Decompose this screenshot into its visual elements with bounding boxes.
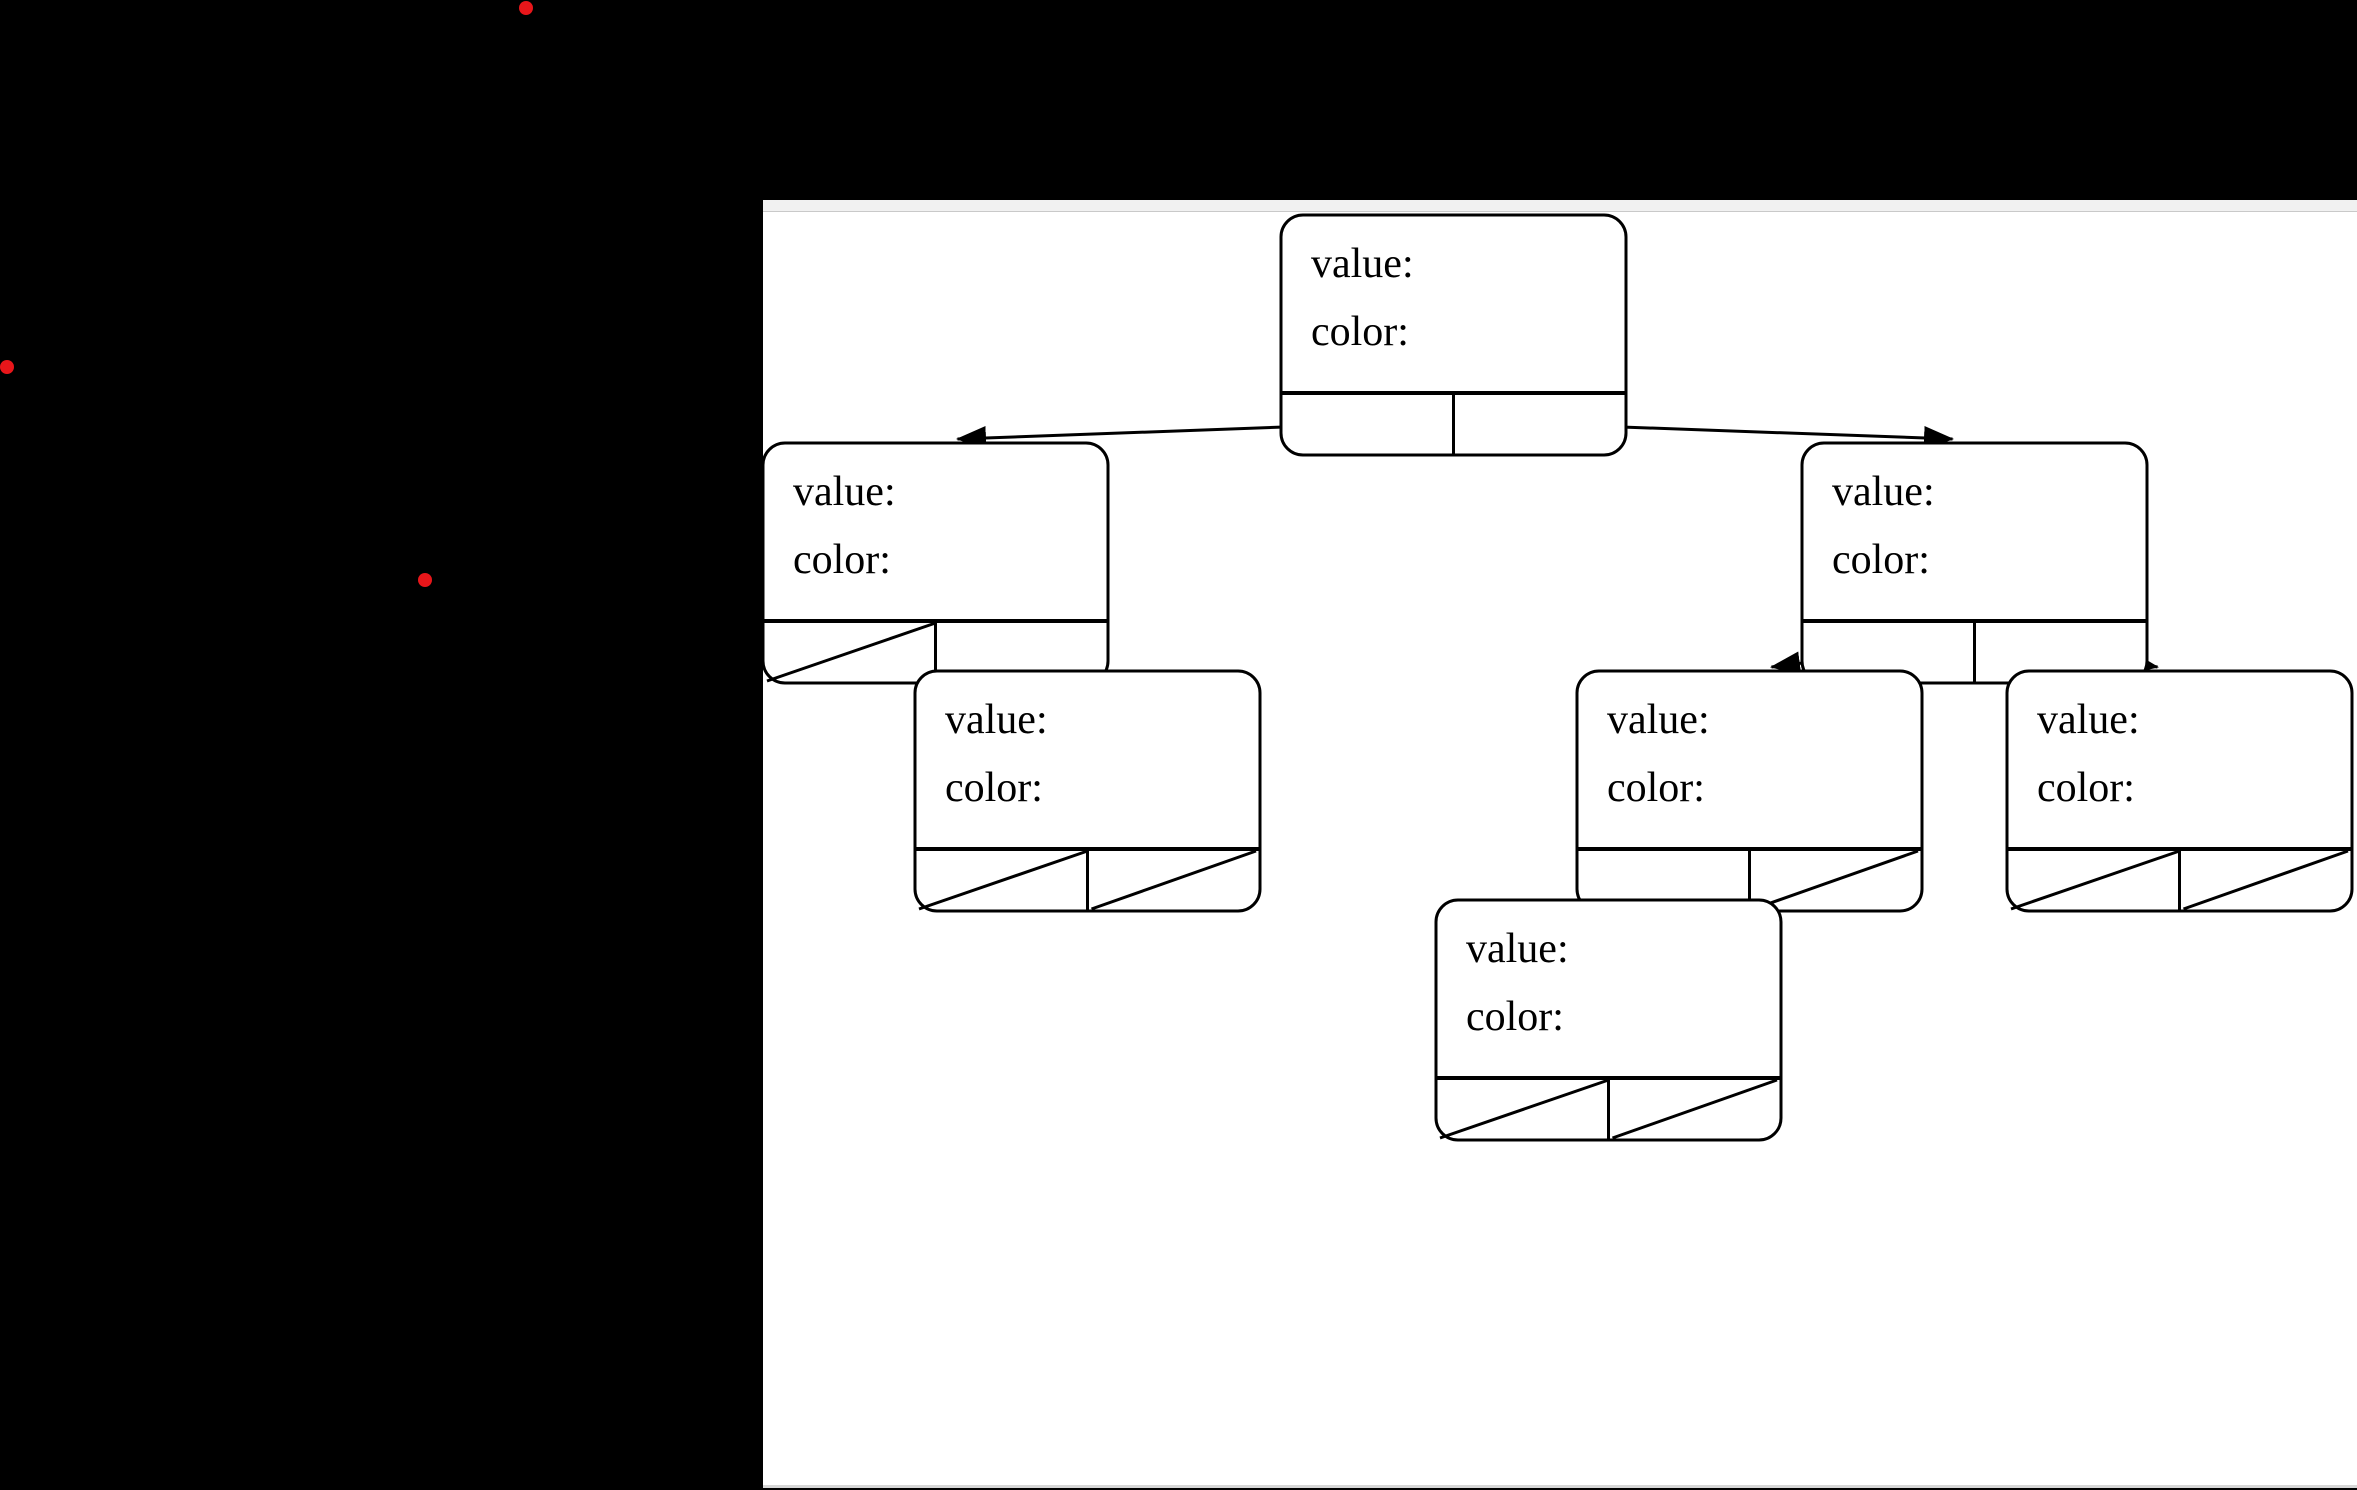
node-value-label: value:: [2037, 697, 2140, 743]
right-null-slash: [1753, 849, 1919, 911]
node-root[interactable]: value: color:: [1279, 213, 1628, 457]
node-value-label: value:: [1466, 926, 1569, 972]
left-null-slash: [766, 621, 936, 683]
node-color-label: color:: [1311, 309, 1409, 355]
node-color-label: color:: [1607, 765, 1705, 811]
node-right-1-right[interactable]: value: color:: [2005, 669, 2354, 913]
marker-dot-middle: [418, 573, 432, 587]
node-value-label: value:: [945, 697, 1048, 743]
node-value-label: value:: [1607, 697, 1710, 743]
node-color-label: color:: [793, 537, 891, 583]
left-null-slash: [1439, 1078, 1609, 1140]
node-color-label: color:: [1466, 994, 1564, 1040]
node-left-1[interactable]: value: color:: [763, 441, 1110, 685]
diagram-canvas-panel[interactable]: value:color:value:color:value:color:valu…: [763, 200, 2357, 1488]
node-value-label: value:: [793, 469, 896, 515]
node-right-1-left-left[interactable]: value: color:: [1434, 898, 1783, 1142]
tree-diagram: value:color:value:color:value:color:valu…: [763, 213, 2354, 1142]
node-right-1-left[interactable]: value: color:: [1575, 669, 1924, 913]
marker-dot-top: [519, 1, 533, 15]
marker-dot-left: [0, 360, 14, 374]
node-right-1[interactable]: value: color:: [1800, 441, 2149, 685]
node-value-label: value:: [1311, 241, 1414, 287]
node-color-label: color:: [1832, 537, 1930, 583]
node-value-label: value:: [1832, 469, 1935, 515]
right-null-slash: [2183, 849, 2349, 911]
canvas-top-strip: [763, 200, 2357, 212]
canvas-bottom-strip: [763, 1485, 2357, 1488]
nodes-layer: value:color:value:color:value:color:valu…: [763, 213, 2354, 1142]
left-null-slash: [918, 849, 1088, 911]
node-color-label: color:: [2037, 765, 2135, 811]
node-left-1-right[interactable]: value: color:: [913, 669, 1262, 913]
left-null-slash: [2010, 849, 2180, 911]
node-color-label: color:: [945, 765, 1043, 811]
right-null-slash: [1091, 849, 1257, 911]
right-null-slash: [1612, 1078, 1778, 1140]
